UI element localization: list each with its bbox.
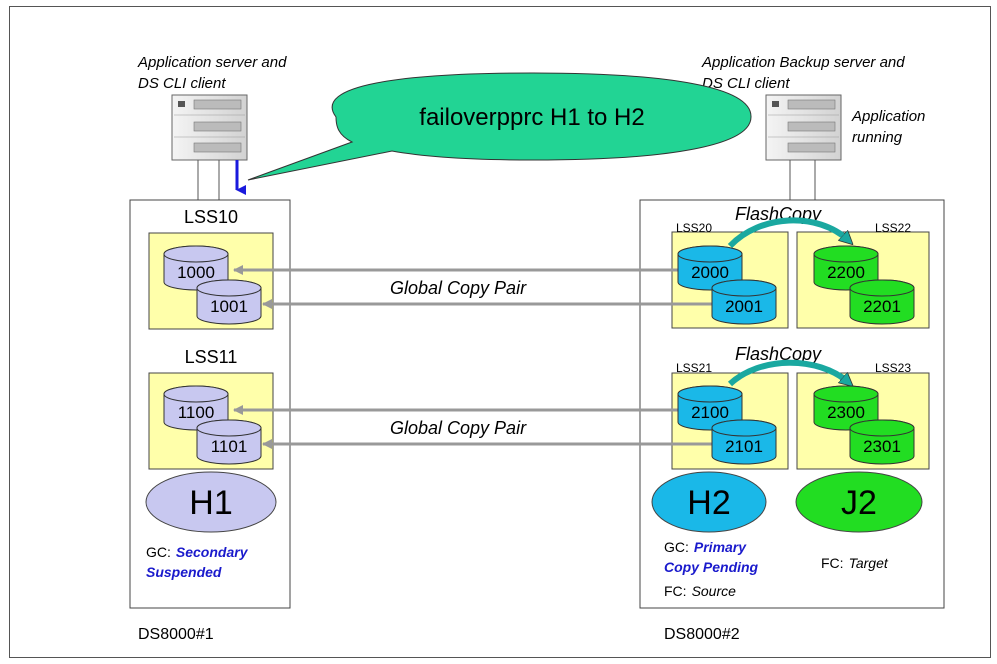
h2-fc-prefix: FC:	[664, 583, 687, 599]
volume-2001-label: 2001	[725, 297, 763, 316]
volume-1000: 1000	[163, 245, 229, 291]
lss11-label: LSS11	[185, 347, 238, 367]
flashcopy-arrow-bottom	[727, 359, 848, 384]
h2-gc-prefix: GC:	[664, 539, 689, 555]
h2-gc-status: GC: Primary	[664, 539, 747, 555]
j2-site-label: J2	[841, 484, 877, 522]
h2-site-label: H2	[687, 484, 730, 522]
volume-2101: 2101	[711, 419, 777, 465]
ds8000-1-label: DS8000#1	[138, 626, 214, 643]
right-server-caption-line2: DS CLI client	[702, 75, 790, 92]
volume-2300-label: 2300	[827, 403, 865, 422]
j2-site-ellipse	[795, 471, 923, 533]
lss10-label: LSS10	[184, 207, 238, 227]
volume-1101-label: 1101	[211, 437, 248, 456]
lss21-label: LSS21	[676, 361, 712, 375]
h2-site-ellipse	[651, 471, 767, 533]
volume-1001-label: 1001	[210, 297, 248, 316]
volume-1100: 1100	[163, 385, 229, 431]
ds8000-2-label: DS8000#2	[664, 626, 740, 643]
lss20-label: LSS20	[676, 221, 712, 235]
left-server-caption-line2: DS CLI client	[138, 75, 226, 92]
lss22-label: LSS22	[875, 221, 911, 235]
right-server-caption: Application Backup server and DS CLI cli…	[702, 52, 905, 94]
h1-site-label: H1	[189, 484, 232, 522]
volume-1001: 1001	[196, 279, 262, 325]
volume-2101-label: 2101	[725, 437, 763, 456]
h2-gc-status-line2: Copy Pending	[664, 559, 759, 575]
volume-1000-label: 1000	[177, 263, 215, 282]
h1-gc-status-line2: Suspended	[146, 564, 222, 580]
volume-1101: 1101	[196, 419, 262, 465]
right-server-caption-line1: Application Backup server and	[702, 54, 905, 71]
left-server-caption: Application server and DS CLI client	[138, 52, 286, 94]
volume-2001: 2001	[711, 279, 777, 325]
right-server-icon	[765, 94, 842, 161]
volume-2200-label: 2200	[827, 263, 865, 282]
h1-gc-status-line1: Secondary	[176, 544, 249, 560]
volume-2100-label: 2100	[691, 403, 729, 422]
h1-gc-status: GC: Secondary	[146, 544, 249, 560]
volume-2301-label: 2301	[863, 437, 901, 456]
left-server-icon	[171, 94, 248, 161]
j2-fc-status: FC: Target	[821, 555, 889, 571]
h1-site-ellipse	[145, 471, 277, 533]
flashcopy-label-bottom: FlashCopy	[735, 344, 822, 364]
h2-fc-value: Source	[692, 583, 737, 599]
lss23-label: LSS23	[875, 361, 911, 375]
volume-group: 1000 1001 1100 1101 2000 2001 2200 2201 2100 2101…	[163, 245, 915, 465]
flashcopy-arrow-top	[727, 217, 848, 249]
volume-1100-label: 1100	[178, 403, 215, 422]
h2-fc-status: FC: Source	[664, 583, 736, 599]
application-status-line1: Application	[852, 108, 926, 125]
volume-2201: 2201	[849, 279, 915, 325]
application-status: Application running	[852, 106, 925, 148]
h2-gc-status-line1: Primary	[694, 539, 747, 555]
global-copy-label-top: Global Copy Pair	[390, 278, 527, 298]
volume-2201-label: 2201	[863, 297, 901, 316]
volume-2000-label: 2000	[691, 263, 729, 282]
h1-gc-prefix: GC:	[146, 544, 171, 560]
global-copy-label-bottom: Global Copy Pair	[390, 418, 527, 438]
j2-fc-value: Target	[849, 555, 889, 571]
callout-text: failoverpprc H1 to H2	[419, 104, 644, 131]
volume-2301: 2301	[849, 419, 915, 465]
callout-bubble	[247, 72, 752, 181]
left-server-caption-line1: Application server and	[138, 54, 287, 71]
j2-fc-prefix: FC:	[821, 555, 844, 571]
application-status-line2: running	[852, 129, 903, 146]
